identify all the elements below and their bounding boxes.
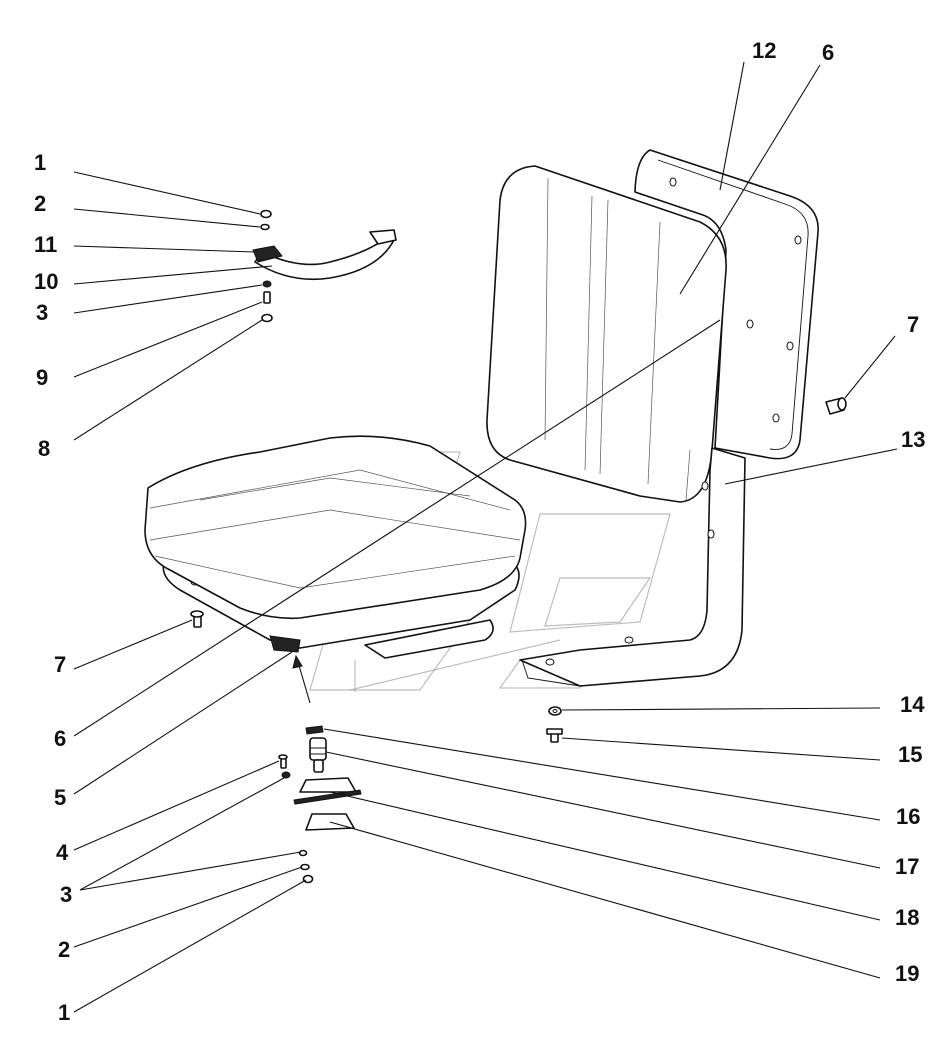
callout-6-bottom: 6 [54, 726, 66, 751]
callout-3-top: 3 [36, 300, 48, 325]
callout-13: 13 [901, 427, 925, 452]
callout-7-right: 7 [907, 312, 919, 337]
callout-11: 11 [34, 232, 57, 257]
callout-10: 10 [34, 269, 58, 294]
callout-9: 9 [36, 365, 48, 390]
callout-3-bottom: 3 [60, 882, 72, 907]
callout-17: 17 [895, 854, 919, 879]
backrest-plate [634, 149, 819, 460]
callout-6-top: 6 [822, 40, 834, 65]
callout-labels: 1 2 11 10 3 9 8 12 6 7 13 7 6 5 4 3 2 1 … [34, 38, 925, 1025]
hardware-right-group [546, 706, 563, 743]
seat-cushion [144, 435, 527, 620]
callout-5: 5 [54, 785, 66, 810]
callout-4: 4 [56, 840, 69, 865]
callout-7-left: 7 [54, 652, 66, 677]
callout-12: 12 [752, 38, 776, 63]
callout-2-bottom: 2 [58, 937, 70, 962]
hardware-bottom-group [278, 754, 314, 884]
assembly-arrow [292, 654, 311, 704]
callout-18: 18 [895, 905, 919, 930]
callout-16: 16 [896, 804, 920, 829]
backrest-cushion [486, 165, 727, 503]
callout-19: 19 [895, 961, 919, 986]
leader-lines [73, 61, 898, 1013]
callout-1-bottom: 1 [58, 1000, 70, 1025]
seat-frame [519, 447, 746, 687]
bolt-right [825, 397, 847, 415]
bolt-left [190, 610, 204, 628]
callout-8: 8 [38, 436, 50, 461]
callout-15: 15 [898, 742, 922, 767]
lever-assembly [293, 725, 362, 831]
hardware-top-group [260, 209, 273, 323]
callout-1-top: 1 [34, 150, 46, 175]
callout-14: 14 [900, 692, 925, 717]
strap [252, 229, 397, 281]
callout-2-top: 2 [34, 191, 46, 216]
